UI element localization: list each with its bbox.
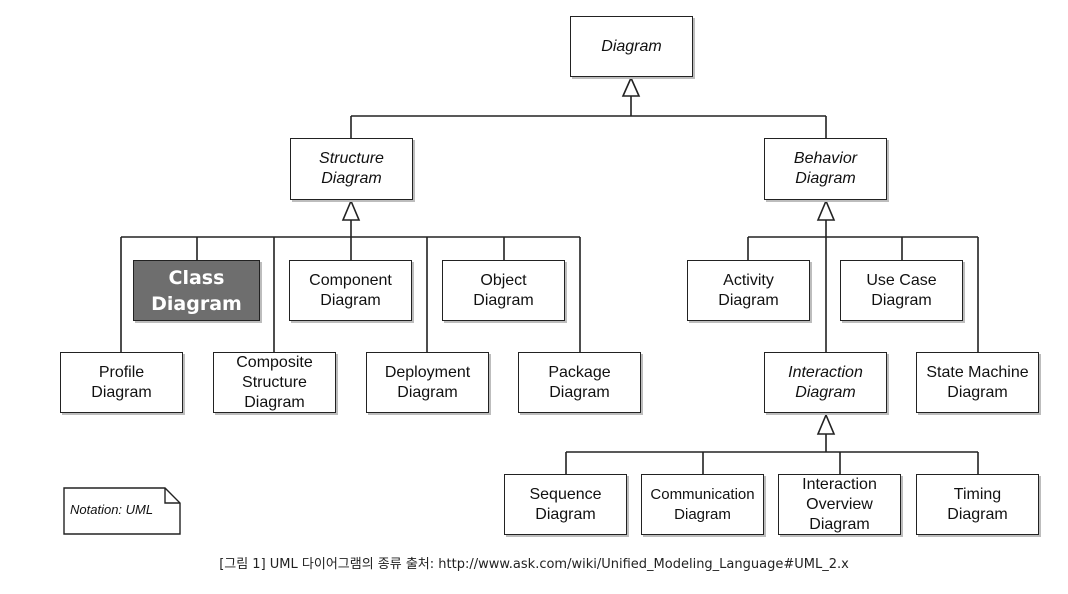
package-diagram-box: Package Diagram xyxy=(518,352,641,413)
object-diagram-label: Object Diagram xyxy=(473,271,534,309)
behavior-diagram-box: Behavior Diagram xyxy=(764,138,887,200)
communication-diagram-label: Communication Diagram xyxy=(650,485,755,523)
interaction-diagram-label: Interaction Diagram xyxy=(788,363,863,401)
generalization-arrow xyxy=(621,76,641,97)
interaction-overview-diagram-box: Interaction Overview Diagram xyxy=(778,474,901,535)
sequence-diagram-box: Sequence Diagram xyxy=(504,474,627,535)
composite-structure-diagram-box: Composite Structure Diagram xyxy=(213,352,336,413)
generalization-arrow xyxy=(341,198,361,221)
behavior-diagram-label: Behavior Diagram xyxy=(793,150,858,187)
activity-diagram-box: Activity Diagram xyxy=(687,260,810,321)
timing-diagram-label: Timing Diagram xyxy=(947,485,1008,523)
profile-diagram-label: Profile Diagram xyxy=(91,363,152,401)
activity-diagram-label: Activity Diagram xyxy=(718,271,779,309)
notation-note: Notation: UML xyxy=(70,502,154,517)
structure-diagram-label: Structure Diagram xyxy=(319,150,384,187)
note-shape xyxy=(63,487,181,535)
figure-caption: [그림 1] UML 다이어그램의 종류 출처: http://www.ask.… xyxy=(219,557,849,572)
composite-structure-diagram-label: Composite Structure Diagram xyxy=(236,353,313,411)
deployment-diagram-label: Deployment Diagram xyxy=(384,363,471,401)
communication-diagram-box: Communication Diagram xyxy=(641,474,764,535)
timing-diagram-box: Timing Diagram xyxy=(916,474,1039,535)
interaction-overview-diagram-label: Interaction Overview Diagram xyxy=(802,475,877,533)
diagram-box: Diagram xyxy=(570,16,693,77)
use-case-diagram-label: Use Case Diagram xyxy=(866,271,937,309)
class-diagram-box: Class Diagram xyxy=(133,260,260,321)
sequence-diagram-label: Sequence Diagram xyxy=(529,485,602,523)
component-diagram-box: Component Diagram xyxy=(289,260,412,321)
use-case-diagram-box: Use Case Diagram xyxy=(840,260,963,321)
generalization-arrow xyxy=(816,198,836,221)
component-diagram-label: Component Diagram xyxy=(309,271,392,309)
package-diagram-label: Package Diagram xyxy=(548,363,611,401)
object-diagram-box: Object Diagram xyxy=(442,260,565,321)
generalization-arrow xyxy=(816,412,836,435)
interaction-diagram-box: Interaction Diagram xyxy=(764,352,887,413)
state-machine-diagram-label: State Machine Diagram xyxy=(926,363,1029,401)
structure-diagram-box: Structure Diagram xyxy=(290,138,413,200)
deployment-diagram-box: Deployment Diagram xyxy=(366,352,489,413)
state-machine-diagram-box: State Machine Diagram xyxy=(916,352,1039,413)
class-diagram-label: Class Diagram xyxy=(151,266,242,315)
diagram-label: Diagram xyxy=(601,37,662,55)
profile-diagram-box: Profile Diagram xyxy=(60,352,183,413)
